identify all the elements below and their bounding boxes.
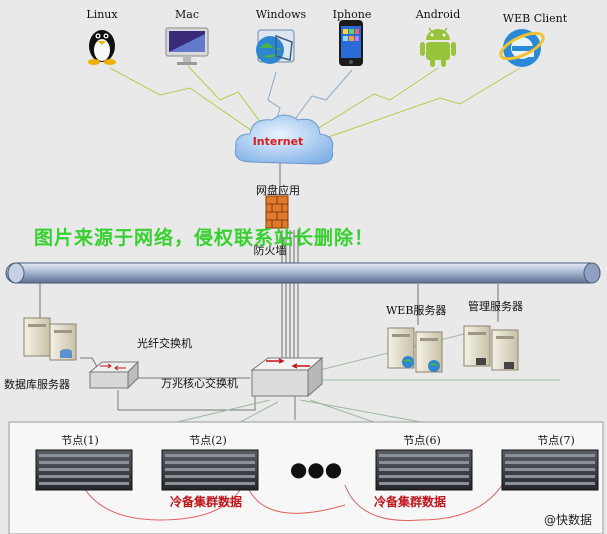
lan-backbone xyxy=(5,262,601,284)
client-label-mac: Mac xyxy=(175,8,199,21)
database-server-icon xyxy=(23,317,77,361)
node-label-2: 节点(2) xyxy=(189,434,227,447)
storage-node-rack xyxy=(501,449,599,491)
trunk-lines xyxy=(39,162,499,358)
node-label-6: 节点(6) xyxy=(403,434,441,447)
ie-browser-icon xyxy=(499,29,545,67)
cold-backup-label-right: 冷备集群数据 xyxy=(374,494,446,509)
link-windows xyxy=(267,71,281,123)
net-app-label: 网盘应用 xyxy=(256,183,300,197)
mac-monitor-icon xyxy=(165,27,209,65)
link-iphone xyxy=(289,69,353,127)
linux-penguin-icon xyxy=(88,30,116,65)
storage-node-rack xyxy=(35,449,133,491)
node-ellipsis: ●●● xyxy=(290,457,342,481)
cold-backup-label-left: 冷备集群数据 xyxy=(170,494,242,509)
mgmt-server-label: 管理服务器 xyxy=(468,299,523,313)
node-label-1: 节点(1) xyxy=(61,434,99,447)
management-server-icon xyxy=(463,325,519,371)
brand-watermark: @快数据 xyxy=(544,512,592,527)
fiber-switch-label: 光纤交换机 xyxy=(137,336,192,350)
fiber-switch-icon xyxy=(88,360,140,390)
client-links xyxy=(109,65,521,141)
internet-cloud-icon xyxy=(234,114,334,165)
internet-label: Internet xyxy=(253,135,304,148)
link-linux xyxy=(109,67,266,141)
link-webclient xyxy=(319,67,521,141)
storage-node-rack xyxy=(161,449,259,491)
windows-globe-icon xyxy=(256,29,295,64)
firewall-icon xyxy=(265,195,289,229)
client-label-android: Android xyxy=(415,8,461,21)
iphone-icon xyxy=(339,20,363,66)
link-mac xyxy=(187,65,273,139)
firewall-label: 防火墙 xyxy=(254,243,287,257)
watermark-text: 图片来源于网络，侵权联系站长删除！ xyxy=(34,226,374,249)
link-android xyxy=(311,67,439,133)
db-server-label: 数据库服务器 xyxy=(4,377,70,391)
android-robot-icon xyxy=(420,27,456,67)
storage-node-rack xyxy=(375,449,473,491)
client-label-iphone: Iphone xyxy=(333,8,372,21)
client-label-webclient: WEB Client xyxy=(503,12,568,25)
core-switch-icon xyxy=(250,356,324,398)
core-switch-label: 万兆核心交换机 xyxy=(161,376,238,390)
switch-links xyxy=(80,329,560,441)
client-label-windows: Windows xyxy=(256,8,307,21)
web-server-label: WEB服务器 xyxy=(386,304,446,317)
web-server-icon xyxy=(387,327,443,373)
client-label-linux: Linux xyxy=(86,8,118,21)
node-label-7: 节点(7) xyxy=(537,434,575,447)
